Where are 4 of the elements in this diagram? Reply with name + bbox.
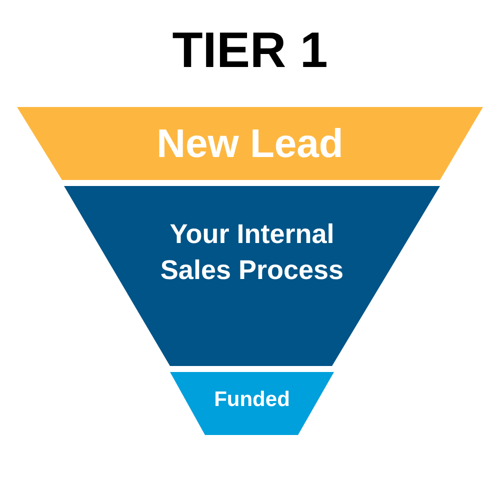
stage-label: Funded	[214, 387, 290, 414]
title: TIER 1	[172, 21, 328, 80]
stage-label: Your Internal Sales Process	[159, 218, 345, 287]
stage-label: New Lead	[156, 120, 344, 168]
